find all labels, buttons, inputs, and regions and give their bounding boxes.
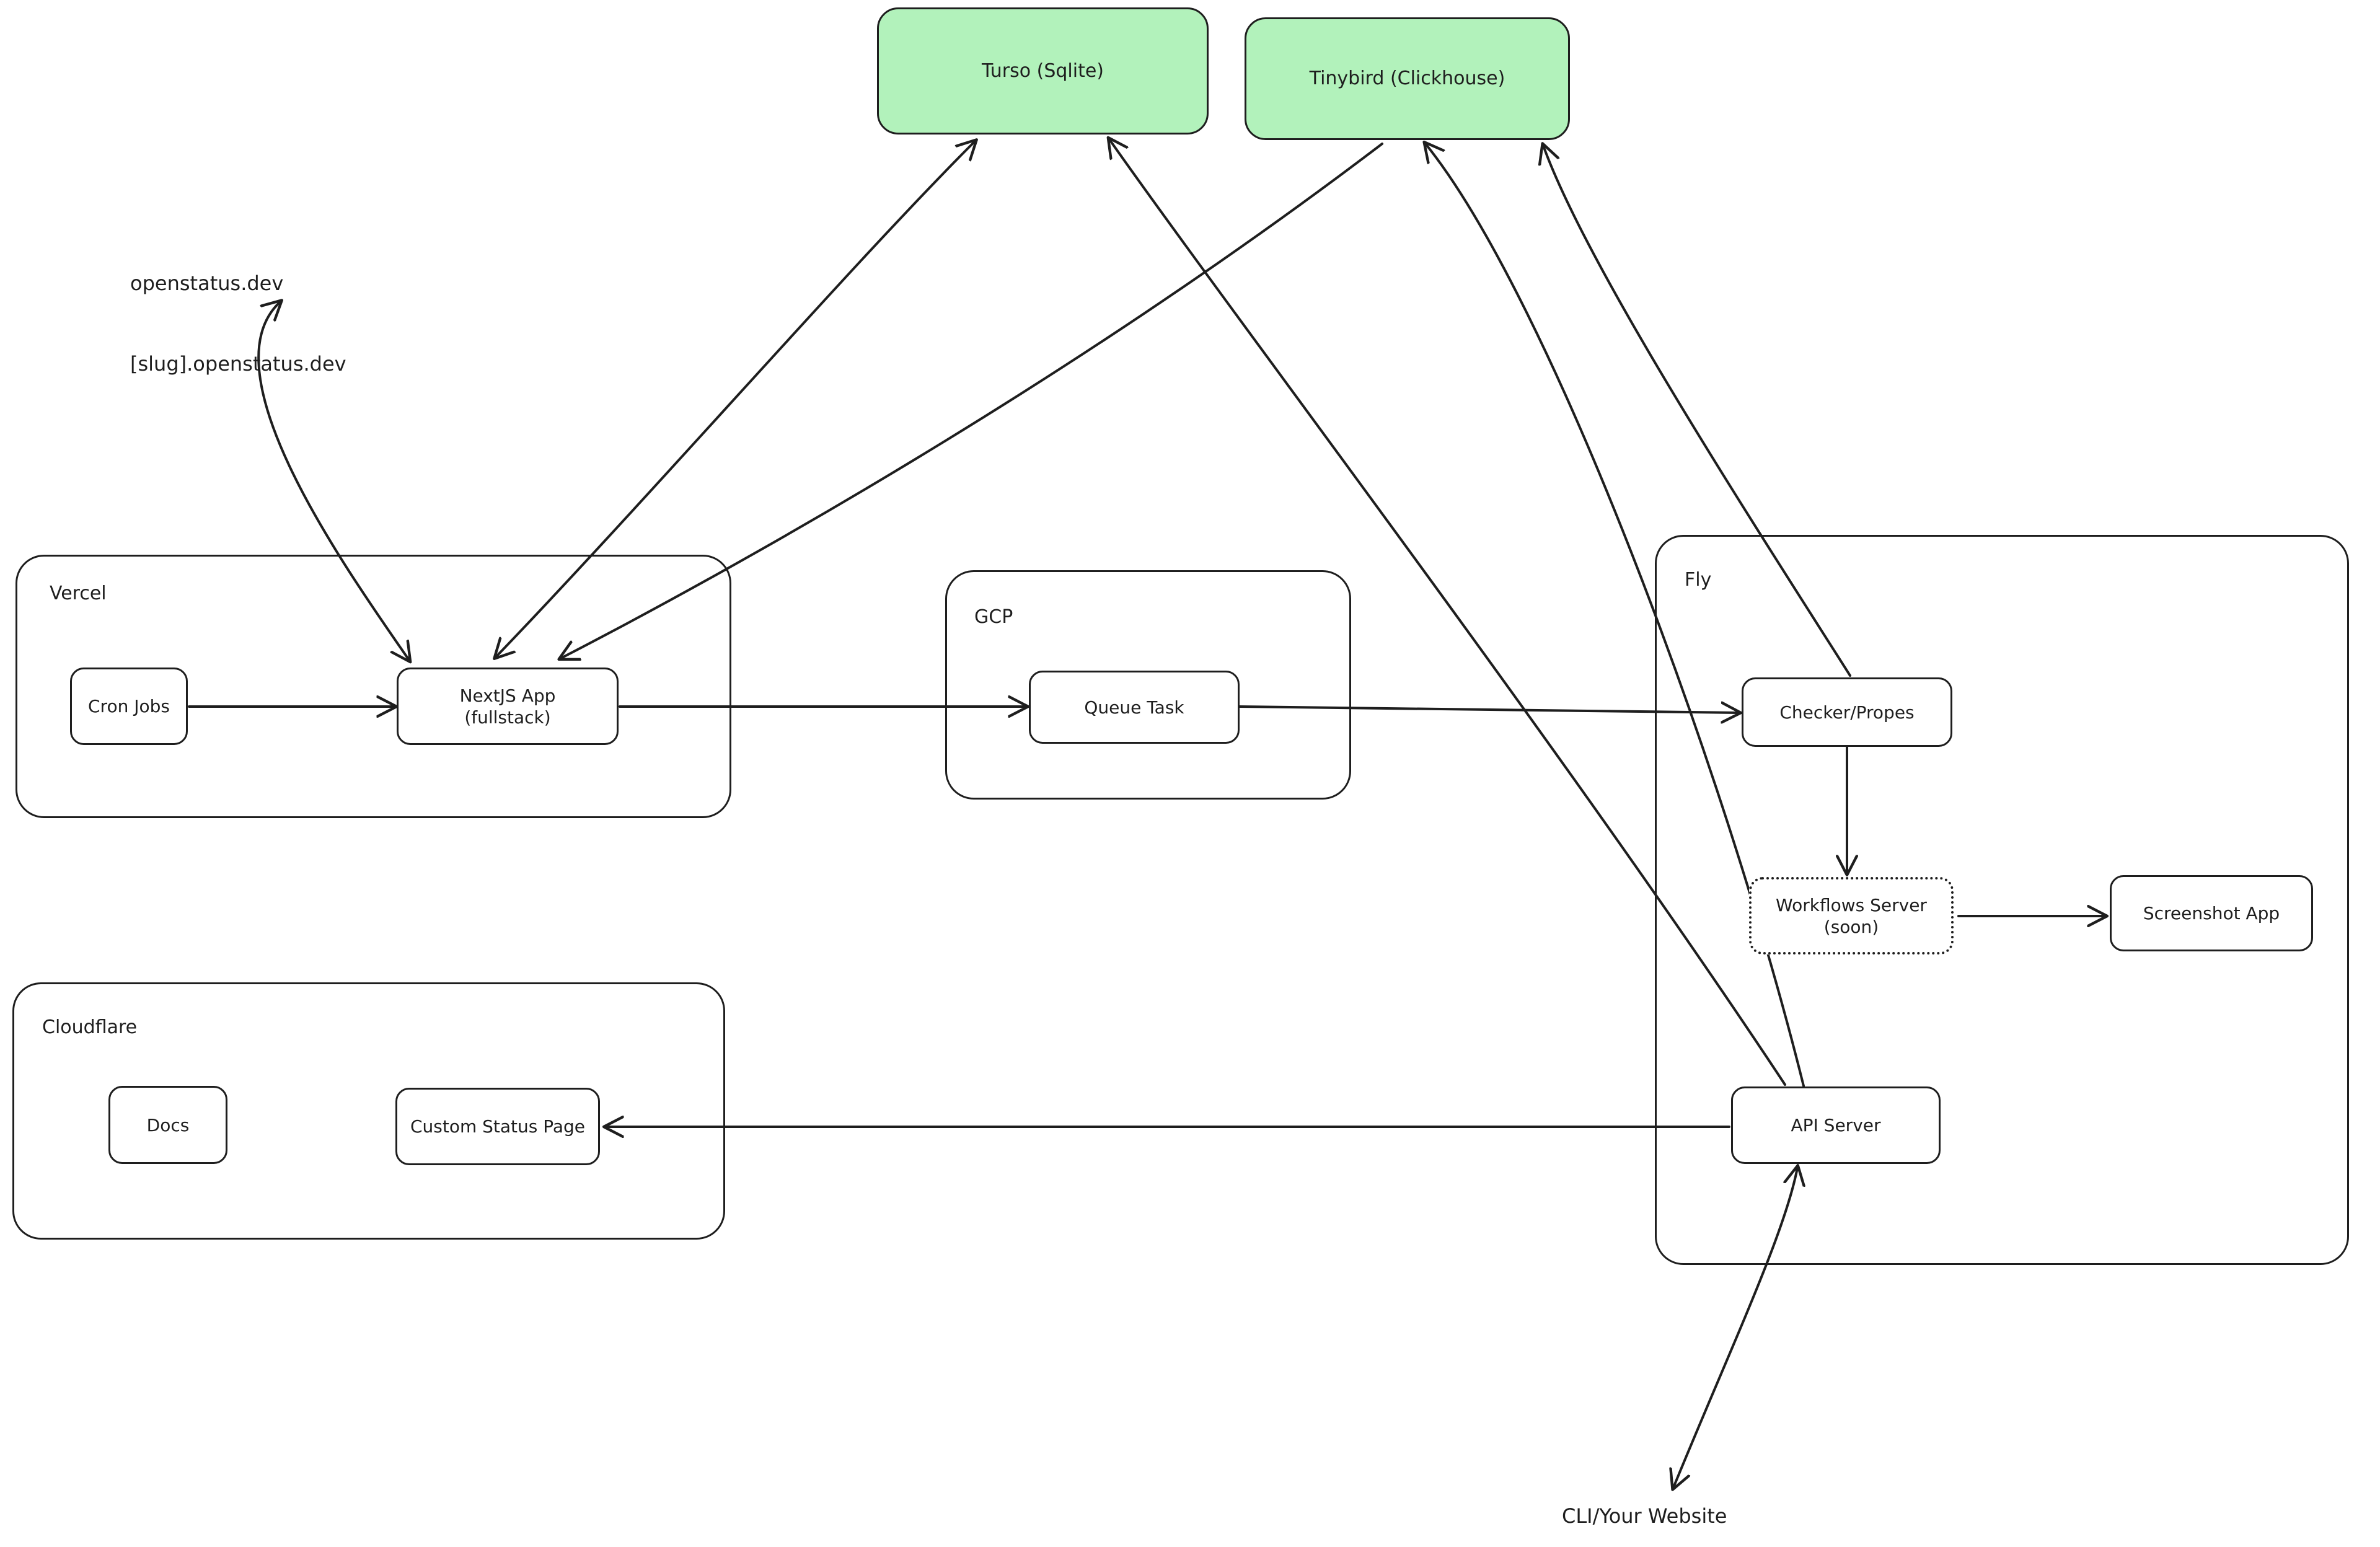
- node-cron-jobs[interactable]: Cron Jobs: [70, 668, 188, 745]
- group-cloudflare: [12, 982, 725, 1240]
- nextjs-app-line2: (fullstack): [464, 707, 551, 728]
- node-api-server[interactable]: API Server: [1731, 1086, 1941, 1164]
- node-docs[interactable]: Docs: [108, 1086, 227, 1164]
- node-nextjs-app[interactable]: NextJS App (fullstack): [397, 668, 619, 745]
- domain-slug: [slug].openstatus.dev: [130, 351, 346, 376]
- datastore-tinybird[interactable]: Tinybird (Clickhouse): [1245, 17, 1570, 140]
- group-label-fly: Fly: [1685, 569, 1712, 591]
- domains-label: openstatus.dev [slug].openstatus.dev: [130, 217, 346, 431]
- client-label: CLI/Your Website: [1562, 1504, 1727, 1528]
- node-checker-propes[interactable]: Checker/Propes: [1742, 677, 1952, 747]
- group-fly: [1655, 535, 2349, 1265]
- group-label-cloudflare: Cloudflare: [42, 1016, 138, 1038]
- node-custom-status-page[interactable]: Custom Status Page: [395, 1088, 600, 1165]
- datastore-turso[interactable]: Turso (Sqlite): [877, 7, 1209, 134]
- group-gcp: [945, 570, 1351, 800]
- node-screenshot-app[interactable]: Screenshot App: [2110, 875, 2313, 951]
- domain-root: openstatus.dev: [130, 271, 284, 296]
- node-workflows-server[interactable]: Workflows Server (soon): [1749, 877, 1954, 954]
- group-label-vercel: Vercel: [50, 583, 107, 604]
- group-vercel: [15, 555, 731, 818]
- group-label-gcp: GCP: [974, 606, 1013, 628]
- nextjs-app-line1: NextJS App: [459, 685, 556, 706]
- node-queue-task[interactable]: Queue Task: [1029, 671, 1240, 744]
- workflows-server-line1: Workflows Server: [1776, 894, 1927, 915]
- workflows-server-line2: (soon): [1823, 916, 1879, 937]
